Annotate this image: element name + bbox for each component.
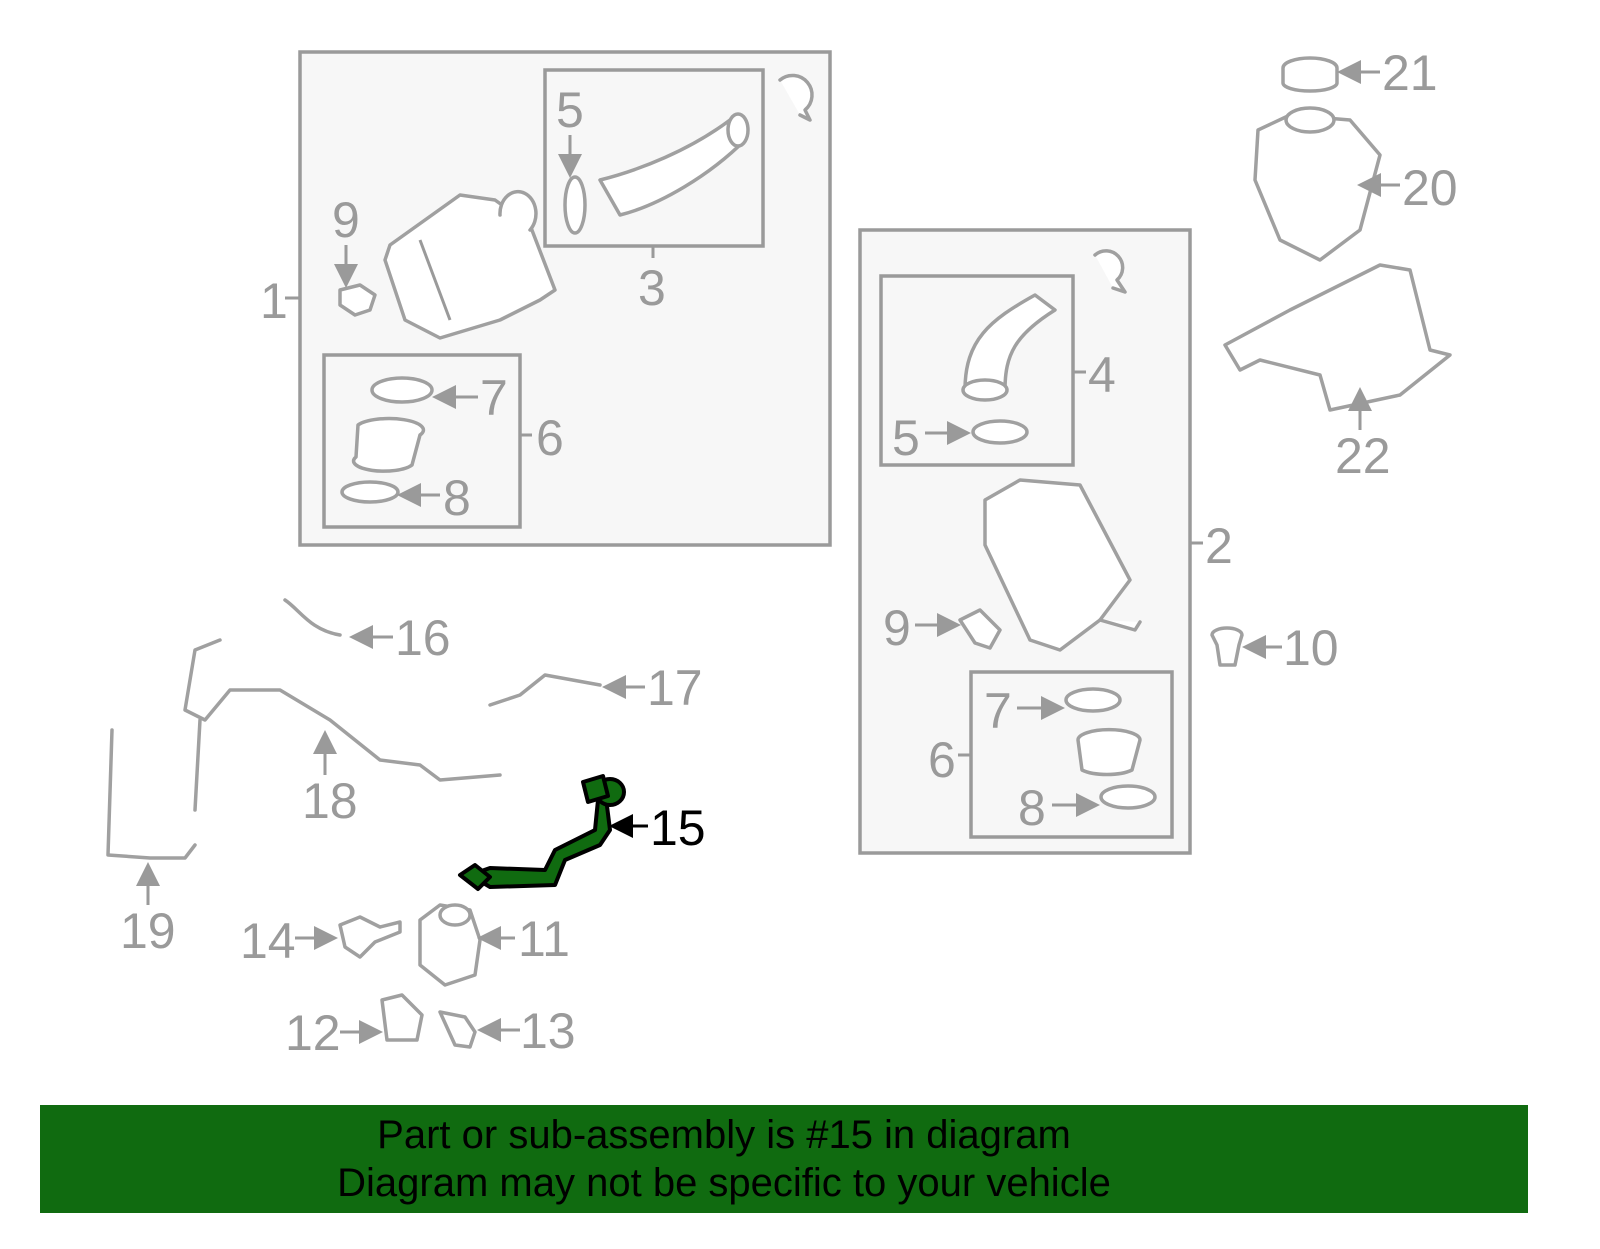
intercooler-upper — [383, 189, 557, 340]
bracket-12 — [380, 993, 424, 1042]
banner-line-1: Part or sub-assembly is #15 in diagram — [377, 1113, 1071, 1157]
callout-5a: 5 — [556, 82, 584, 138]
callout-19: 19 — [120, 903, 176, 959]
callout-15[interactable]: 15 — [650, 800, 706, 856]
sensor-line — [193, 718, 202, 812]
callout-17: 17 — [647, 660, 703, 716]
bolt-10 — [1210, 626, 1244, 667]
banner-line-2: Diagram may not be specific to your vehi… — [337, 1161, 1111, 1205]
callout-11: 11 — [518, 911, 570, 967]
coupling-sleeve — [351, 416, 426, 473]
callout-1: 1 — [260, 273, 288, 329]
callout-10: 10 — [1283, 620, 1339, 676]
bracket-13 — [438, 1010, 477, 1049]
sensor-9b — [958, 608, 1002, 650]
seal-7b — [1064, 687, 1122, 713]
hose-17 — [488, 673, 602, 707]
reservoir-bracket — [1223, 263, 1452, 412]
hose-14 — [338, 915, 402, 959]
hose-clamp-2 — [1093, 249, 1127, 294]
callout-6a: 6 — [536, 410, 564, 466]
callout-9a: 9 — [332, 192, 360, 248]
callout-7b: 7 — [984, 683, 1012, 739]
intake-pipe-3 — [563, 112, 750, 235]
callout-8a: 8 — [443, 470, 471, 526]
seal-8b — [1099, 784, 1157, 810]
callout-9b: 9 — [883, 600, 911, 656]
callout-13: 13 — [520, 1003, 576, 1059]
callout-6b: 6 — [928, 732, 956, 788]
callout-22: 22 — [1335, 428, 1391, 484]
callout-7a: 7 — [480, 370, 508, 426]
hose-clamp — [778, 73, 814, 122]
callout-5b: 5 — [892, 410, 920, 466]
callout-3: 3 — [638, 260, 666, 316]
callout-2: 2 — [1205, 518, 1233, 574]
seal-8 — [340, 480, 400, 504]
callout-12: 12 — [285, 1005, 341, 1061]
water-pump — [418, 903, 482, 987]
callout-14: 14 — [240, 913, 296, 969]
callout-20: 20 — [1402, 160, 1458, 216]
sensor-9 — [338, 283, 377, 317]
intercooler-lower — [983, 478, 1142, 652]
callout-16: 16 — [395, 610, 451, 666]
coolant-hose-15-highlighted[interactable] — [458, 774, 626, 891]
callout-21: 21 — [1382, 45, 1438, 101]
callout-18: 18 — [302, 773, 358, 829]
coupling-sleeve-b — [1076, 727, 1142, 777]
hose-19 — [106, 728, 197, 860]
callout-8b: 8 — [1018, 780, 1046, 836]
reservoir-cap — [1281, 56, 1339, 93]
hose-18 — [183, 638, 502, 782]
info-banner: Part or sub-assembly is #15 in diagram D… — [40, 1105, 1528, 1213]
callout-4: 4 — [1088, 347, 1116, 403]
seal-7 — [370, 376, 434, 404]
seal-5b — [971, 419, 1029, 445]
hose-16 — [283, 598, 342, 637]
intake-pipe-4 — [961, 293, 1057, 402]
coolant-reservoir — [1253, 106, 1382, 262]
